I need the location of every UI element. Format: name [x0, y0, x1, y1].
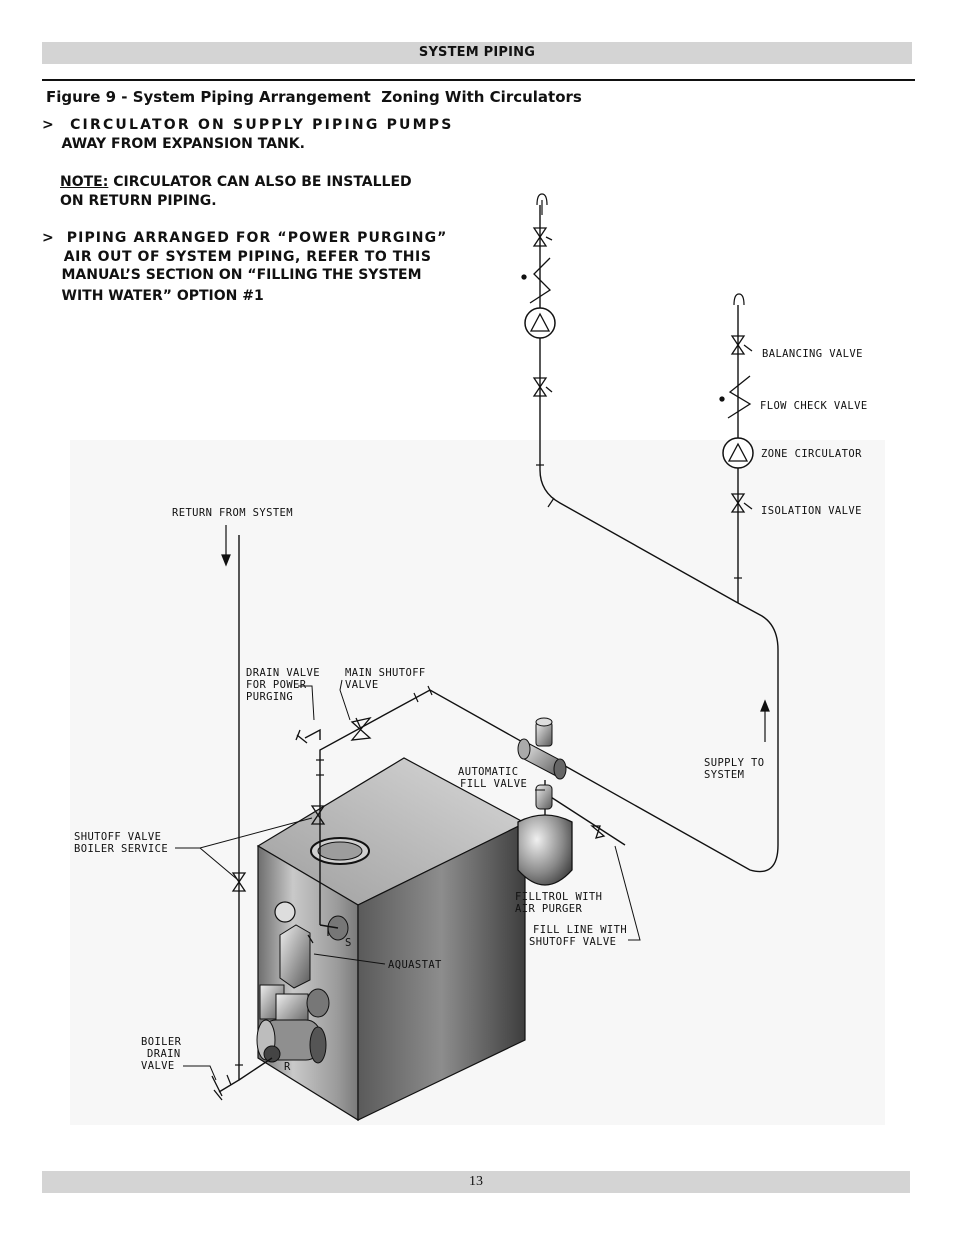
- service-leader-2: [199, 847, 239, 881]
- isolation-valve-icon: [730, 493, 753, 513]
- note-return-piping: NOTE: CIRCULATOR CAN ALSO BE INSTALLED O…: [60, 173, 412, 210]
- label-drain-valve-3: PURGING: [246, 691, 293, 703]
- filltrol-expansion-tank: [517, 814, 573, 886]
- note-line: ON RETURN PIPING.: [60, 192, 217, 209]
- header-rule: [42, 79, 915, 81]
- label-auto-fill-2: FILL VALVE: [460, 778, 527, 790]
- label-flow-check-valve: FLOW CHECK VALVE: [760, 400, 868, 412]
- drain-valve-branch: [304, 728, 321, 740]
- callout-leaders: [175, 679, 641, 1081]
- zone-circulator-icon: [722, 437, 754, 469]
- footer-bar: 13: [42, 1171, 910, 1193]
- label-boiler-drain-2: DRAIN: [147, 1048, 181, 1060]
- label-aquastat: AQUASTAT: [388, 959, 442, 971]
- balancing-valve-icon: [730, 335, 753, 355]
- label-supply-to-2: SYSTEM: [704, 769, 744, 781]
- zone-2-pipe-cap: [733, 293, 745, 306]
- label-balancing-valve: BALANCING VALVE: [762, 348, 863, 360]
- flow-arrows: [221, 525, 770, 742]
- label-boiler-drain-1: BOILER: [141, 1036, 182, 1048]
- note-line: > CIRCULATOR ON SUPPLY PIPING PUMPS: [42, 117, 454, 133]
- note-line: AIR OUT OF SYSTEM PIPING, REFER TO THIS: [42, 248, 432, 265]
- main-shutoff-valve-icon: [350, 716, 372, 741]
- service-shutoff-valve-supply-icon: [310, 805, 326, 825]
- drain-valve-leader: [298, 685, 315, 721]
- note-line: CIRCULATOR CAN ALSO BE INSTALLED: [108, 174, 412, 190]
- boiler-drain-leader: [183, 1065, 217, 1081]
- label-filltrol-2: AIR PURGER: [515, 903, 582, 915]
- label-boiler-drain-3: VALVE: [141, 1060, 175, 1072]
- label-zone-circulator: ZONE CIRCULATOR: [761, 448, 862, 460]
- label-supply-to-1: SUPPLY TO: [704, 757, 765, 769]
- label-isolation-valve: ISOLATION VALVE: [761, 505, 862, 517]
- pipe-joint-marks: [226, 464, 742, 1086]
- note-line: MANUAL’S SECTION ON “FILLING THE SYSTEM: [42, 267, 422, 283]
- return-branch: [238, 1057, 273, 1081]
- zone-1-pipe-cap: [536, 193, 548, 215]
- fill-line-leader: [614, 845, 641, 941]
- label-shutoff-service-1: SHUTOFF VALVE: [74, 831, 161, 843]
- aquastat-control: [279, 924, 311, 989]
- note-line: > PIPING ARRANGED FOR “POWER PURGING”: [42, 230, 448, 246]
- section-header-bar: SYSTEM PIPING: [42, 42, 912, 64]
- label-shutoff-service-2: BOILER SERVICE: [74, 843, 168, 855]
- flow-check-valve-icon: [719, 375, 752, 419]
- return-tapping: [263, 1045, 281, 1063]
- fill-line: [539, 789, 626, 846]
- main-shutoff-leader: [339, 679, 351, 721]
- page-number: 13: [469, 1174, 483, 1189]
- note-label: NOTE:: [60, 174, 109, 190]
- label-auto-fill-1: AUTOMATIC: [458, 766, 519, 778]
- label-tap-r: R: [284, 1061, 291, 1073]
- aquastat-leader: [313, 953, 386, 965]
- section-title: SYSTEM PIPING: [418, 45, 536, 60]
- label-drain-valve-1: DRAIN VALVE: [246, 667, 320, 679]
- label-filltrol-1: FILLTROL WITH: [515, 891, 602, 903]
- note-line: WITH WATER” OPTION #1: [42, 287, 264, 304]
- service-shutoff-valve-return-icon: [231, 872, 247, 892]
- automatic-fill-valve: [517, 717, 567, 810]
- label-main-shutoff-1: MAIN SHUTOFF: [345, 667, 426, 679]
- label-fill-line-1: FILL LINE WITH: [533, 924, 627, 936]
- label-fill-line-2: SHUTOFF VALVE: [529, 936, 616, 948]
- label-drain-valve-2: FOR POWER: [246, 679, 307, 691]
- note-circulator-supply: > CIRCULATOR ON SUPPLY PIPING PUMPS AWAY…: [42, 116, 454, 153]
- fill-shutoff-valve-icon: [590, 825, 606, 839]
- main-supply-pipe: [319, 602, 779, 925]
- label-main-shutoff-2: VALVE: [345, 679, 379, 691]
- zone-1-isolation-valve-icon: [532, 377, 553, 397]
- zone-1-balancing-valve-icon: [532, 227, 553, 247]
- zone-1-circulator-icon: [524, 307, 556, 339]
- zone-1-flow-check-valve-icon: [521, 257, 552, 304]
- note-line: AWAY FROM EXPANSION TANK.: [42, 135, 305, 152]
- boiler-gauge: [274, 901, 296, 923]
- zone-1-supply-pipe: [539, 205, 739, 604]
- note-power-purging: > PIPING ARRANGED FOR “POWER PURGING” AI…: [42, 229, 447, 307]
- boiler-drain-valve-icon: [211, 1075, 223, 1101]
- label-return-from-system: RETURN FROM SYSTEM: [172, 507, 293, 519]
- label-tap-s: S: [345, 937, 352, 949]
- supply-tap-line: [319, 924, 339, 929]
- figure-caption: Figure 9 - System Piping Arrangement Zon…: [46, 88, 582, 106]
- drain-valve-icon: [295, 729, 308, 744]
